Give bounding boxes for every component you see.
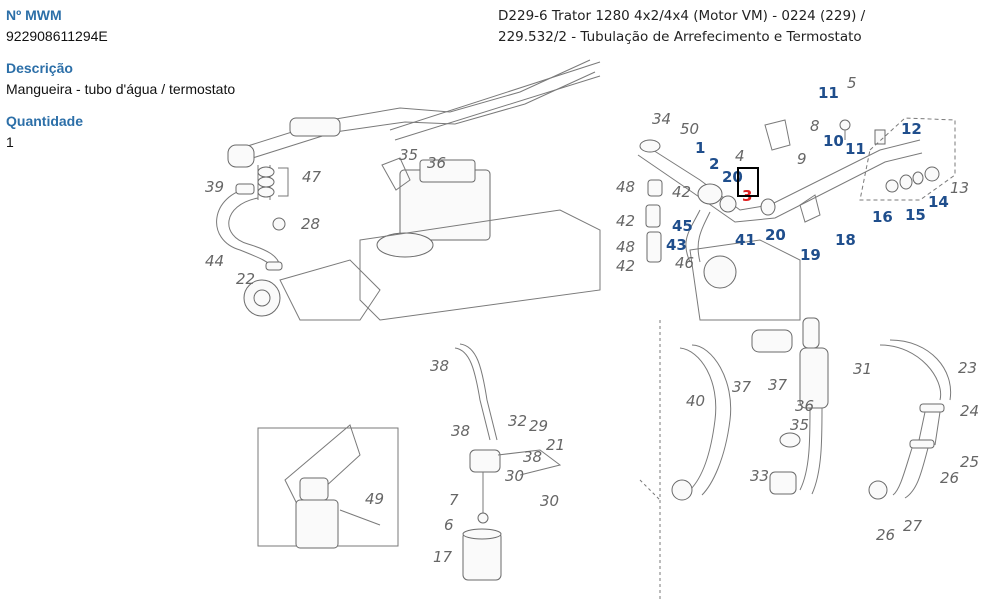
description-value: Mangueira - tubo d'água / termostato	[6, 81, 236, 97]
callout-22[interactable]: 22	[236, 270, 255, 288]
diagram-title-line1: D229-6 Trator 1280 4x2/4x4 (Motor VM) - …	[498, 8, 866, 24]
callout-47[interactable]: 47	[302, 168, 322, 186]
thermostat-pipe-drawing	[637, 117, 956, 223]
callout-30[interactable]: 30	[505, 467, 524, 485]
callout-36[interactable]: 36	[795, 397, 814, 415]
callout-46[interactable]: 46	[675, 254, 694, 272]
callout-34[interactable]: 34	[652, 110, 671, 128]
quantity-value: 1	[6, 134, 14, 150]
engine-block-drawing	[243, 157, 601, 321]
part-info-panel: Nº MWM 922908611294E Descrição Mangueira…	[6, 6, 266, 165]
callout-31[interactable]: 31	[853, 360, 872, 378]
callout-6[interactable]: 6	[444, 516, 454, 534]
callout-25[interactable]: 25	[960, 453, 979, 471]
callout-35[interactable]: 35	[790, 416, 809, 434]
callout-11[interactable]: 11	[845, 140, 866, 158]
callout-42[interactable]: 42	[672, 183, 691, 201]
callout-49[interactable]: 49	[365, 490, 384, 508]
callout-43[interactable]: 43	[666, 236, 687, 254]
filter-bracket-drawing	[257, 424, 399, 549]
callout-9[interactable]: 9	[797, 150, 807, 168]
callout-44[interactable]: 44	[205, 252, 224, 270]
callout-10[interactable]: 10	[823, 132, 844, 150]
callout-5[interactable]: 5	[847, 74, 857, 92]
callout-42[interactable]: 42	[616, 257, 635, 275]
callout-24[interactable]: 24	[960, 402, 979, 420]
callout-20[interactable]: 20	[765, 226, 786, 244]
callout-48[interactable]: 48	[616, 238, 635, 256]
callout-48[interactable]: 48	[616, 178, 635, 196]
callout-38[interactable]: 38	[451, 422, 470, 440]
callout-40[interactable]: 40	[686, 392, 705, 410]
callout-45[interactable]: 45	[672, 217, 693, 235]
callout-39[interactable]: 39	[205, 178, 224, 196]
callout-36[interactable]: 36	[427, 154, 446, 172]
callout-26[interactable]: 26	[876, 526, 895, 544]
diagram-title: D229-6 Trator 1280 4x2/4x4 (Motor VM) - …	[498, 6, 865, 48]
callout-23[interactable]: 23	[958, 359, 977, 377]
mwm-number-value: 922908611294E	[6, 28, 108, 44]
callout-26[interactable]: 26	[940, 469, 959, 487]
callout-17[interactable]: 17	[433, 548, 453, 566]
callout-18[interactable]: 18	[835, 231, 856, 249]
callout-33[interactable]: 33	[750, 467, 769, 485]
callout-35[interactable]: 35	[399, 146, 418, 164]
callout-30[interactable]: 30	[540, 492, 559, 510]
lower-hoses-drawing	[639, 317, 952, 600]
hose-44-drawing	[216, 183, 286, 271]
callout-38[interactable]: 38	[430, 357, 449, 375]
callout-4[interactable]: 4	[735, 147, 745, 165]
callout-42[interactable]: 42	[616, 212, 635, 230]
callout-27[interactable]: 27	[903, 517, 923, 535]
description-label: Descrição	[6, 60, 73, 76]
bypass-hoses-drawing	[645, 179, 801, 321]
callout-14[interactable]: 14	[928, 193, 949, 211]
quantity-label: Quantidade	[6, 113, 84, 129]
callout-7[interactable]: 7	[449, 491, 459, 509]
callout-1[interactable]: 1	[695, 139, 705, 157]
highlight-box	[737, 167, 759, 197]
callout-50[interactable]: 50	[680, 120, 699, 138]
diagram-title-line2: 229.532/2 - Tubulação de Arrefecimento e…	[498, 29, 862, 45]
callout-29[interactable]: 29	[529, 417, 548, 435]
upper-manifold-drawing	[227, 59, 601, 200]
callout-28[interactable]: 28	[301, 215, 320, 233]
callout-16[interactable]: 16	[872, 208, 893, 226]
callout-15[interactable]: 15	[905, 206, 926, 224]
callout-41[interactable]: 41	[735, 231, 756, 249]
callout-32[interactable]: 32	[508, 412, 527, 430]
callout-8[interactable]: 8	[810, 117, 820, 135]
callout-21[interactable]: 21	[546, 436, 565, 454]
callout-37[interactable]: 37	[768, 376, 788, 394]
callout-11[interactable]: 11	[818, 84, 839, 102]
callout-2[interactable]: 2	[709, 155, 719, 173]
callout-20[interactable]: 20	[722, 168, 743, 186]
callout-13[interactable]: 13	[950, 179, 969, 197]
callout-38[interactable]: 38	[523, 448, 542, 466]
fuel-filter-drawing	[454, 343, 562, 581]
mwm-number-label: Nº MWM	[6, 7, 62, 23]
callout-19[interactable]: 19	[800, 246, 821, 264]
callout-37[interactable]: 37	[732, 378, 752, 396]
callout-12[interactable]: 12	[901, 120, 922, 138]
